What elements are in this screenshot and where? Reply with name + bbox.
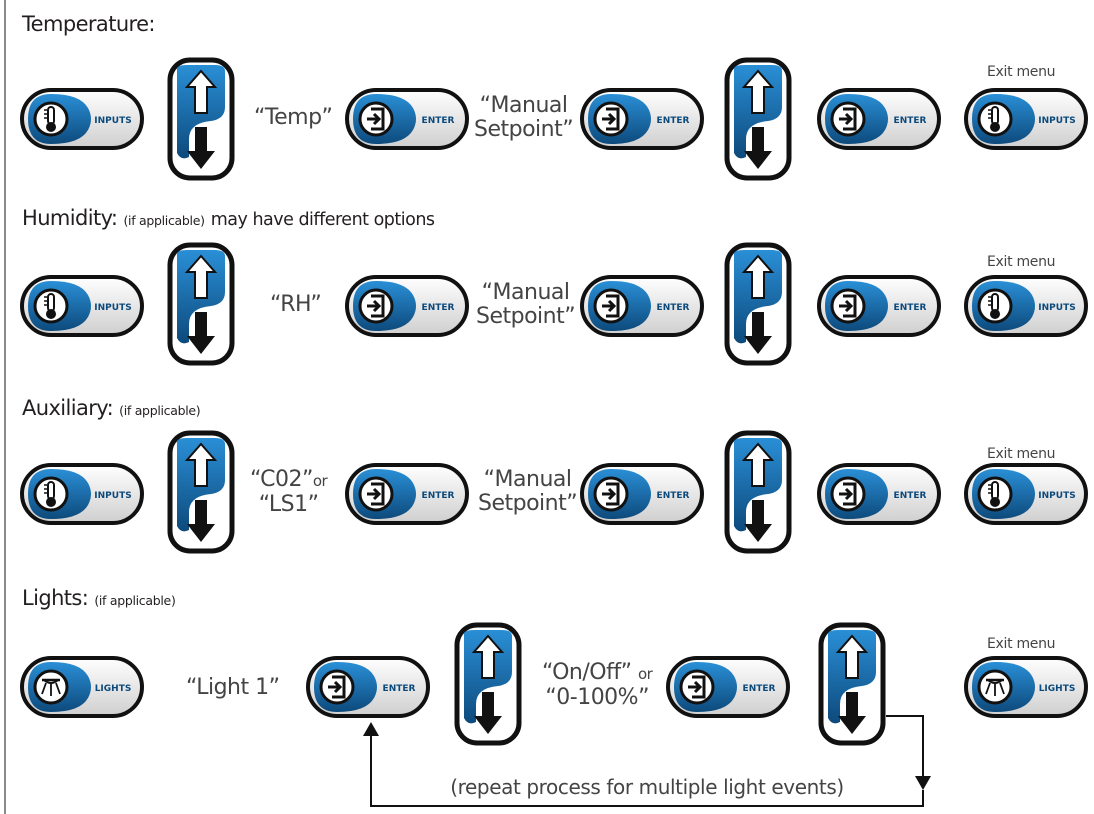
rh-label: “RH” [270, 292, 322, 317]
auxiliary-note: (if applicable) [119, 403, 201, 418]
enter-icon [839, 107, 857, 131]
inputs-button[interactable]: INPUTS [20, 88, 144, 150]
humidity-note-options: may have different options [210, 210, 435, 230]
thermometer-icon [988, 481, 1000, 507]
inputs-label: INPUTS [94, 303, 131, 313]
inputs-button[interactable]: INPUTS [964, 275, 1088, 337]
repeat-process-note: (repeat process for multiple light event… [450, 775, 844, 799]
lights-label: LIGHTS [95, 684, 132, 694]
light-icon [985, 678, 1005, 696]
enter-icon [688, 675, 706, 699]
enter-button[interactable]: ENTER [817, 463, 941, 525]
inputs-button[interactable]: INPUTS [20, 463, 144, 525]
enter-icon [328, 675, 346, 699]
thermometer-icon [44, 481, 56, 507]
enter-label: ENTER [894, 116, 927, 126]
section-title-auxiliary: Auxiliary: (if applicable) [22, 396, 201, 420]
enter-label: ENTER [894, 491, 927, 501]
manual-setpoint-label: “Manual Setpoint” [474, 93, 574, 142]
enter-button[interactable]: ENTER [345, 463, 469, 525]
setpoint-line: Setpoint” [474, 117, 574, 142]
enter-label: ENTER [743, 684, 776, 694]
manual-line: “Manual [479, 93, 568, 118]
up-arrowhead [363, 722, 379, 736]
enter-label: ENTER [422, 303, 455, 313]
inputs-label: INPUTS [1038, 116, 1075, 126]
lights-button[interactable]: LIGHTS [20, 656, 144, 718]
enter-icon [839, 482, 857, 506]
thermometer-icon [44, 293, 56, 319]
enter-button[interactable]: ENTER [345, 88, 469, 150]
ls1-text: “LS1” [258, 492, 319, 517]
humidity-title: Humidity: [22, 206, 118, 230]
enter-button[interactable]: ENTER [580, 463, 704, 525]
exit-menu-label: Exit menu [987, 254, 1056, 270]
on-off-text: “On/Off” [542, 660, 632, 685]
exit-menu-label: Exit menu [987, 636, 1056, 652]
manual-line: “Manual [481, 280, 570, 305]
enter-icon [602, 294, 620, 318]
thermometer-icon [44, 106, 56, 132]
enter-button[interactable]: ENTER [580, 275, 704, 337]
thermometer-icon [988, 106, 1000, 132]
enter-button[interactable]: ENTER [345, 275, 469, 337]
temp-label: “Temp” [254, 105, 333, 130]
auxiliary-title: Auxiliary: [22, 396, 114, 420]
manual-setpoint-label: “Manual Setpoint” [478, 467, 578, 516]
inputs-label: INPUTS [94, 116, 131, 126]
lights-button[interactable]: LIGHTS [964, 656, 1088, 718]
exit-menu-label: Exit menu [987, 446, 1056, 462]
inputs-label: INPUTS [94, 491, 131, 501]
co2-ls1-label: “C02”or “LS1” [250, 467, 328, 517]
enter-label: ENTER [657, 116, 690, 126]
inputs-button[interactable]: INPUTS [20, 275, 144, 337]
section-title-humidity: Humidity: (if applicable) may have diffe… [22, 206, 435, 230]
co2-text: “C02” [250, 467, 313, 492]
section-title-lights: Lights: (if applicable) [22, 586, 176, 610]
enter-icon [602, 107, 620, 131]
enter-button[interactable]: ENTER [580, 88, 704, 150]
enter-icon [367, 294, 385, 318]
enter-button[interactable]: ENTER [817, 88, 941, 150]
light-icon [41, 678, 61, 696]
enter-label: ENTER [657, 491, 690, 501]
thermometer-icon [988, 293, 1000, 319]
or-text: or [312, 472, 328, 490]
enter-label: ENTER [422, 491, 455, 501]
section-title-temperature: Temperature: [22, 12, 156, 36]
enter-icon [839, 294, 857, 318]
on-off-label: “On/Off” or “0-100%” [542, 660, 653, 710]
humidity-note: (if applicable) [123, 213, 205, 228]
temperature-title: Temperature: [22, 12, 156, 36]
manual-line: “Manual [483, 467, 572, 492]
enter-button[interactable]: ENTER [817, 275, 941, 337]
exit-menu-label: Exit menu [987, 64, 1056, 80]
lights-note: (if applicable) [94, 593, 176, 608]
enter-label: ENTER [894, 303, 927, 313]
enter-button[interactable]: ENTER [306, 656, 430, 718]
enter-label: ENTER [657, 303, 690, 313]
setpoint-line: Setpoint” [478, 491, 578, 516]
enter-icon [367, 107, 385, 131]
lights-label: LIGHTS [1039, 684, 1076, 694]
enter-icon [367, 482, 385, 506]
enter-button[interactable]: ENTER [666, 656, 790, 718]
inputs-label: INPUTS [1038, 491, 1075, 501]
left-border-rule [4, 0, 6, 814]
inputs-button[interactable]: INPUTS [964, 463, 1088, 525]
down-arrowhead [915, 776, 931, 790]
inputs-button[interactable]: INPUTS [964, 88, 1088, 150]
setpoint-line: Setpoint” [476, 304, 576, 329]
inputs-label: INPUTS [1038, 303, 1075, 313]
manual-setpoint-label: “Manual Setpoint” [476, 280, 576, 329]
light-1-label: “Light 1” [186, 675, 280, 700]
percent-text: “0-100%” [545, 685, 649, 710]
or-text: or [638, 665, 653, 683]
enter-label: ENTER [422, 116, 455, 126]
lights-title: Lights: [22, 586, 89, 610]
enter-icon [602, 482, 620, 506]
enter-label: ENTER [383, 684, 416, 694]
